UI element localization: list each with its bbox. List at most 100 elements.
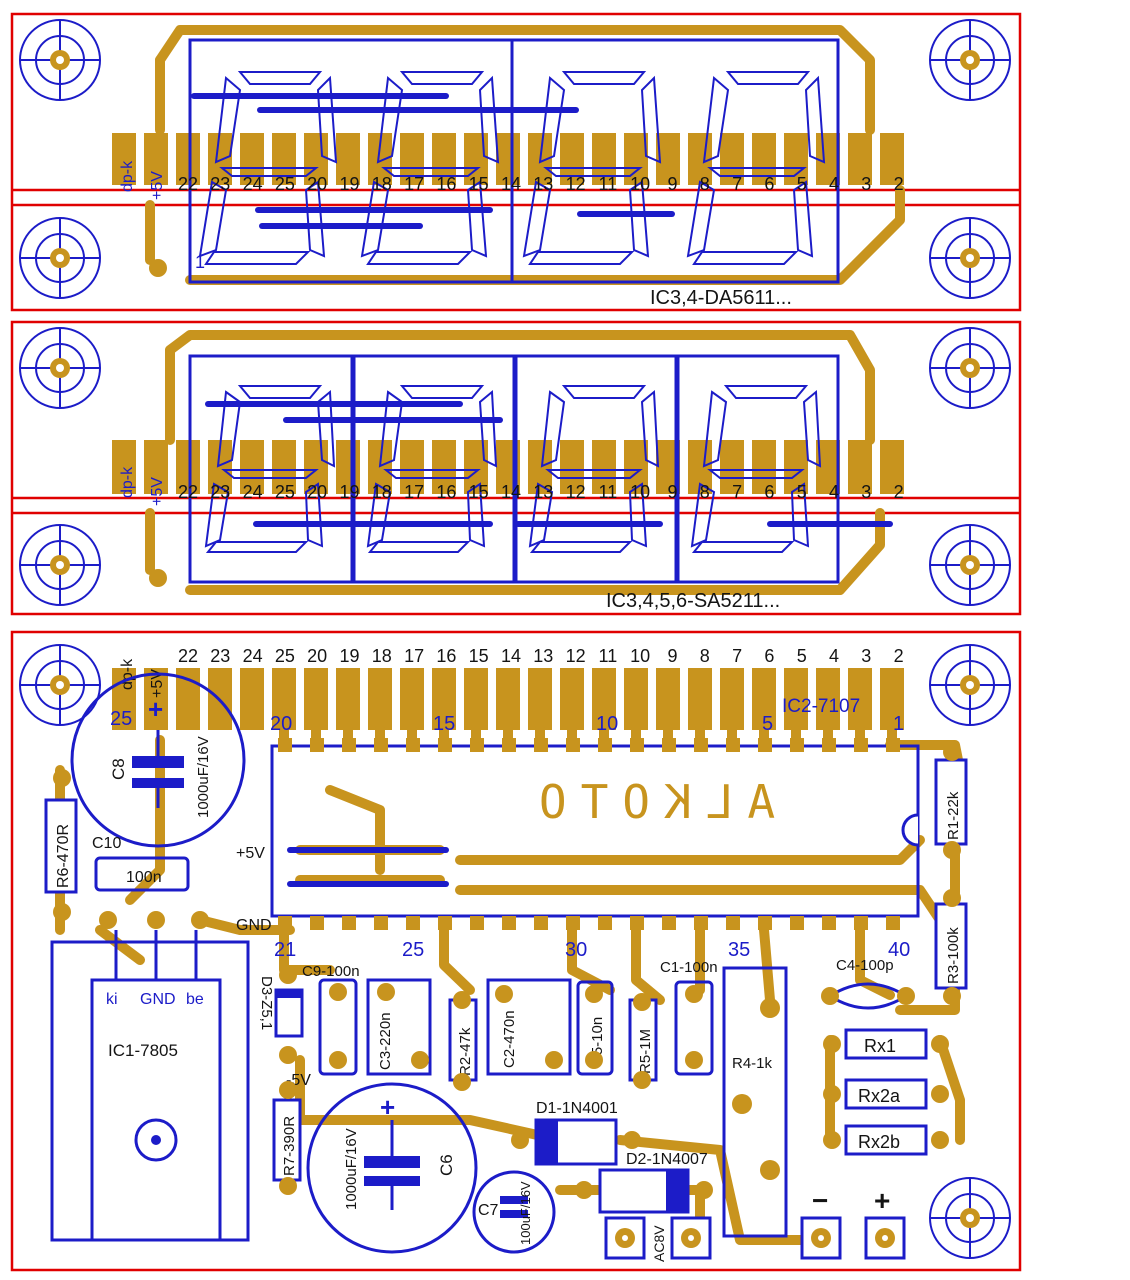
capacitor-c2: C2-470n: [486, 978, 572, 1076]
pin-number: 3: [861, 646, 871, 666]
diode-d2: D2-1N4007: [598, 1151, 708, 1214]
regulator-ic1: ki GND be IC1-7805: [50, 930, 250, 1242]
input-terminals: AC8V − +: [604, 1185, 906, 1262]
capacitor-c10: C10 100n: [92, 835, 190, 892]
ic2-pin-25: 25: [402, 939, 424, 961]
pin-number: 25: [275, 646, 295, 666]
capacitor-c7: C7 100uF/16V: [472, 1170, 556, 1254]
pin-number: 16: [436, 646, 456, 666]
c6-polarity: +: [380, 1092, 395, 1122]
pin-number: 12: [566, 646, 586, 666]
mounting-hole: [19, 19, 101, 101]
capacitor-c8: 25 + C8 1000uF/16V: [70, 672, 246, 848]
plus5v-label: +5V: [149, 669, 166, 698]
mounting-hole: [19, 217, 101, 299]
dp-k-label: dp-k: [119, 658, 136, 690]
pin-number: 19: [339, 482, 359, 502]
pin-number: 14: [501, 646, 521, 666]
board1-caption: IC3,4-DA5611...: [650, 287, 792, 309]
c10-name: C10: [92, 835, 121, 852]
pin-number: 6: [764, 174, 774, 194]
capacitor-c6: + C6 1000uF/16V: [306, 1082, 478, 1254]
jumper-wires: [191, 93, 893, 887]
pin-number: 4: [829, 174, 839, 194]
pin-number: 13: [533, 482, 553, 502]
pin-number: 8: [700, 646, 710, 666]
resistor-rx1: Rx1: [844, 1028, 928, 1060]
c8-pin-label: 25: [110, 708, 132, 730]
pin-number: 9: [667, 646, 677, 666]
pin-number: 17: [404, 646, 424, 666]
ic2-pin-15: 15: [433, 713, 455, 735]
net-gnd-label: GND: [236, 917, 272, 934]
pin-number: 11: [599, 646, 618, 666]
ic1-name: IC1-7805: [108, 1041, 178, 1060]
dp-k-label: dp-k: [119, 466, 136, 498]
ic1-be-label: be: [186, 991, 204, 1008]
d1-label: D1-1N4001: [536, 1100, 618, 1117]
pin-number: 4: [829, 482, 839, 502]
resistor-r7: R7-390R: [272, 1098, 302, 1182]
pin-number: 22: [178, 646, 198, 666]
ic2-pin-30: 30: [565, 939, 587, 961]
resistor-rx2b: Rx2b: [844, 1124, 928, 1156]
pin-number: 7: [732, 482, 742, 502]
mounting-hole: [19, 524, 101, 606]
pin-number: 10: [630, 174, 650, 194]
pin-number: 24: [243, 174, 263, 194]
terminal-plus-label: +: [874, 1185, 890, 1216]
resistor-r3: R3-100k: [934, 902, 968, 990]
net-plus5v-label: +5V: [236, 845, 265, 862]
pin-number: 5: [797, 174, 807, 194]
pin-number: 2: [894, 482, 904, 502]
pin-number: 9: [667, 174, 677, 194]
pin-number: 6: [764, 646, 774, 666]
ac8v-label: AC8V: [651, 1225, 667, 1262]
d3-label: D3-Z5,1: [258, 976, 275, 1030]
pin-number: 18: [372, 482, 392, 502]
zener-d3: D3-Z5,1: [258, 976, 304, 1038]
mounting-hole: [19, 644, 101, 726]
pin-number: 16: [436, 174, 456, 194]
pin-number: 2: [894, 174, 904, 194]
c6-name: C6: [437, 1154, 456, 1176]
mounting-hole: [19, 327, 101, 409]
mounting-hole: [929, 19, 1011, 101]
c7-name: C7: [478, 1202, 499, 1219]
rx2b-label: Rx2b: [858, 1132, 900, 1152]
pin-number: 8: [700, 482, 710, 502]
resistor-r2: R2-47k: [448, 998, 478, 1082]
pin-number: 23: [210, 174, 230, 194]
ic2-pads: [278, 738, 900, 930]
pin-number: 11: [599, 174, 618, 194]
pin-number: 8: [700, 174, 710, 194]
ic2-7107: IC2-7107 20 15 10 5 1 21 25 30 35 40 ALK…: [270, 696, 920, 961]
pin-number: 3: [861, 482, 871, 502]
mounting-hole: [929, 217, 1011, 299]
c4-label: C4-100p: [836, 957, 894, 974]
digit-segments-board2: [204, 385, 822, 553]
pin-number: 5: [797, 646, 807, 666]
c9-label: C9-100n: [302, 963, 360, 980]
ic2-pin-21: 21: [274, 939, 296, 961]
r7-label: R7-390R: [281, 1116, 298, 1176]
r1-label: R1-22k: [945, 791, 962, 840]
rx2a-label: Rx2a: [858, 1086, 901, 1106]
r4-label: R4-1k: [732, 1055, 773, 1072]
edge-fingers-board3: [112, 668, 904, 730]
pin-number: 10: [630, 482, 650, 502]
c6-value: 1000uF/16V: [343, 1128, 360, 1210]
capacitor-c1: C1-100n: [660, 959, 718, 1076]
ic2-pin-10: 10: [596, 713, 618, 735]
mounting-hole: [929, 644, 1011, 726]
pin-number: 4: [829, 646, 839, 666]
pin-number: 19: [339, 646, 359, 666]
plus5v-label: +5V: [149, 477, 166, 506]
c1-label: C1-100n: [660, 959, 718, 976]
ic2-pin-20: 20: [270, 713, 292, 735]
pin-number: 25: [275, 482, 295, 502]
pin-number: 22: [178, 482, 198, 502]
c3-label: C3-220n: [377, 1012, 394, 1070]
board-outlines: [10, 12, 1022, 1272]
pin-number: 2: [894, 646, 904, 666]
